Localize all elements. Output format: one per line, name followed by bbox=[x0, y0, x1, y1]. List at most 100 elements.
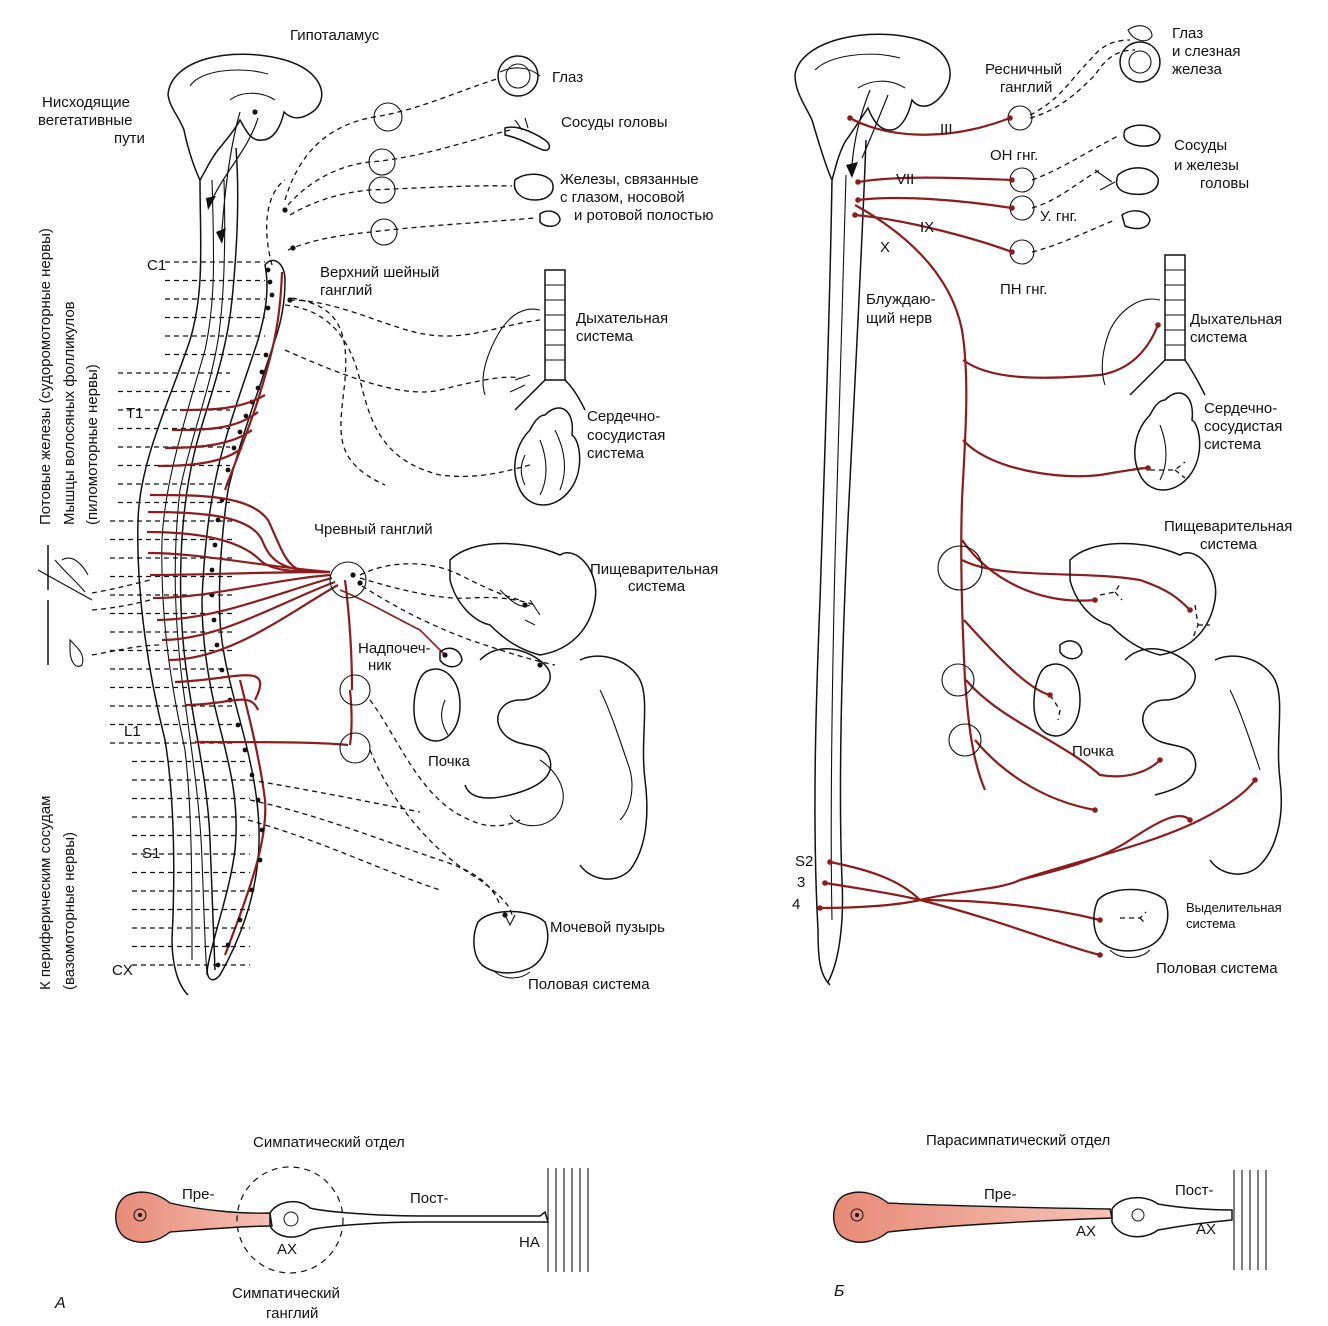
effector-dot bbox=[1092, 807, 1098, 813]
label-digestive-b-1: Пищеварительная bbox=[1164, 518, 1292, 535]
effector-dot bbox=[1009, 177, 1015, 183]
effector-dots-b bbox=[817, 115, 1258, 958]
effector-dot bbox=[847, 115, 853, 121]
label-descending-3: пути bbox=[114, 130, 145, 147]
label-l1: L1 bbox=[124, 723, 141, 740]
label-vagus-1: Блуждаю- bbox=[866, 291, 935, 308]
label-sup-cervical-1: Верхний шейный bbox=[320, 264, 439, 281]
chain-ganglion-dot bbox=[231, 445, 237, 451]
label-kidney-a: Почка bbox=[428, 753, 471, 770]
effector-dot bbox=[1145, 465, 1151, 471]
label-u-gng: У. гнг. bbox=[1040, 208, 1077, 225]
organ-bladder-b bbox=[1093, 888, 1169, 959]
synapse-dot bbox=[287, 297, 293, 303]
effector-dot bbox=[855, 197, 861, 203]
label-celiac: Чревный ганглий bbox=[314, 521, 433, 538]
chain-ganglion-dot bbox=[214, 642, 220, 648]
brain-spinal-cord-a bbox=[137, 53, 323, 996]
panel-letter-b: Б bbox=[834, 1283, 844, 1300]
schema-symp-post: Пост- bbox=[410, 1190, 449, 1207]
label-vessels-b-2: и железы bbox=[1174, 157, 1239, 174]
postganglionic-pathways-b bbox=[1029, 39, 1136, 253]
label-iii: III bbox=[940, 121, 953, 138]
effector-dot bbox=[1007, 115, 1013, 121]
label-vert-vessels-2: (вазомоторные нервы) bbox=[61, 832, 78, 990]
label-excretory-2: система bbox=[1186, 916, 1236, 931]
chain-ganglion-dot bbox=[215, 517, 221, 523]
chain-ganglion-dot bbox=[237, 917, 243, 923]
effector-dot bbox=[1155, 322, 1161, 328]
label-eye-a: Глаз bbox=[552, 69, 583, 86]
label-digestive-b-2: система bbox=[1200, 536, 1258, 553]
effector-dot bbox=[1092, 597, 1098, 603]
effector-dot bbox=[1097, 917, 1103, 923]
chain-ganglion-dot bbox=[255, 797, 261, 803]
symp-ganglion-ring bbox=[236, 1166, 344, 1274]
label-respiratory-a-1: Дыхательная bbox=[576, 310, 668, 327]
chain-ganglion-dot bbox=[235, 722, 241, 728]
organ-head-glands-b bbox=[1094, 124, 1161, 230]
label-eye-b-3: железа bbox=[1172, 61, 1223, 78]
label-cardio-a-2: сосудистая bbox=[587, 427, 665, 444]
schema-para-ax-1: АХ bbox=[1076, 1223, 1096, 1240]
label-vert-vessels-1: К периферическим сосудам bbox=[37, 796, 54, 991]
panel-b-parasympathetic: Ресничный ганглий Глаз и слезная железа … bbox=[792, 25, 1292, 986]
label-respiratory-a-2: система bbox=[576, 328, 634, 345]
label-digestive-a-2: система bbox=[628, 578, 686, 595]
label-cardio-b-1: Сердечно- bbox=[1204, 400, 1277, 417]
organ-heart-a bbox=[514, 407, 581, 506]
label-vert-follicle-2: (пиломоторные нервы) bbox=[84, 364, 101, 525]
schema-symp-ganglion-1: Симпатический bbox=[232, 1285, 340, 1302]
spinal-rootlets bbox=[110, 261, 265, 966]
schema-para-post: Пост- bbox=[1175, 1182, 1214, 1199]
label-glands-3: и ротовой полостью bbox=[574, 207, 713, 224]
effector-dot bbox=[1009, 205, 1015, 211]
chain-ganglion-dot bbox=[263, 352, 269, 358]
schema-symp-na: НА bbox=[519, 1234, 540, 1251]
label-vert-sweat: Потовые железы (судоромоторные нервы) bbox=[37, 228, 54, 525]
organ-adrenal-kidney-a bbox=[413, 647, 463, 742]
schema-para-ax-2: АХ bbox=[1196, 1221, 1216, 1238]
label-respiratory-b-1: Дыхательная bbox=[1190, 311, 1282, 328]
chain-ganglion-dot bbox=[209, 567, 215, 573]
label-bladder: Мочевой пузырь bbox=[550, 919, 665, 936]
label-sup-cervical-2: ганглий bbox=[320, 282, 372, 299]
postganglionic-pathways-a bbox=[247, 77, 556, 916]
label-descending-1: Нисходящие bbox=[42, 94, 130, 111]
panel-a-sympathetic: Гипоталамус Нисходящие вегетативные пути… bbox=[37, 27, 718, 996]
symp-pre-cell bbox=[115, 1191, 273, 1243]
label-genital-a: Половая система bbox=[528, 976, 650, 993]
effector-dot bbox=[817, 905, 823, 911]
label-glands-1: Железы, связанные bbox=[560, 171, 699, 188]
label-digestive-a-1: Пищеварительная bbox=[590, 561, 718, 578]
synapse-dot bbox=[350, 572, 356, 578]
chain-ganglion-dot bbox=[237, 429, 243, 435]
organ-lungs-trachea-a bbox=[482, 269, 586, 411]
effector-dot bbox=[1009, 249, 1015, 255]
label-cardio-b-2: сосудистая bbox=[1204, 418, 1282, 435]
effector-dot bbox=[1097, 952, 1103, 958]
label-on-gng: ОН гнг. bbox=[990, 147, 1038, 164]
label-vert-follicle-1: Мышцы волосяных фолликулов bbox=[61, 301, 78, 525]
schema-symp-pre: Пре- bbox=[182, 1186, 214, 1203]
chain-ganglion-dot bbox=[219, 667, 225, 673]
label-c1: C1 bbox=[147, 257, 166, 274]
label-s1: S1 bbox=[142, 845, 160, 862]
labels-panel-a: Гипоталамус Нисходящие вегетативные пути… bbox=[37, 27, 718, 993]
chain-ganglion-dot bbox=[249, 772, 255, 778]
label-ciliary-1: Ресничный bbox=[985, 61, 1062, 78]
synapse-dot bbox=[442, 652, 448, 658]
label-s2: S2 bbox=[795, 853, 813, 870]
effector-dot bbox=[855, 179, 861, 185]
chain-ganglion-dot bbox=[259, 827, 265, 833]
effector-dot bbox=[852, 212, 858, 218]
schema-symp-ax: АХ bbox=[277, 1241, 297, 1258]
label-adrenal-1: Надпочеч- bbox=[358, 640, 431, 657]
panel-letter-a: А bbox=[54, 1295, 66, 1312]
chain-ganglion-dot bbox=[259, 369, 265, 375]
effector-dot bbox=[822, 880, 828, 886]
synapse-dot bbox=[537, 662, 543, 668]
preganglionic-outflow-a bbox=[146, 394, 446, 747]
label-pn-gng: ПН гнг. bbox=[1000, 281, 1047, 298]
